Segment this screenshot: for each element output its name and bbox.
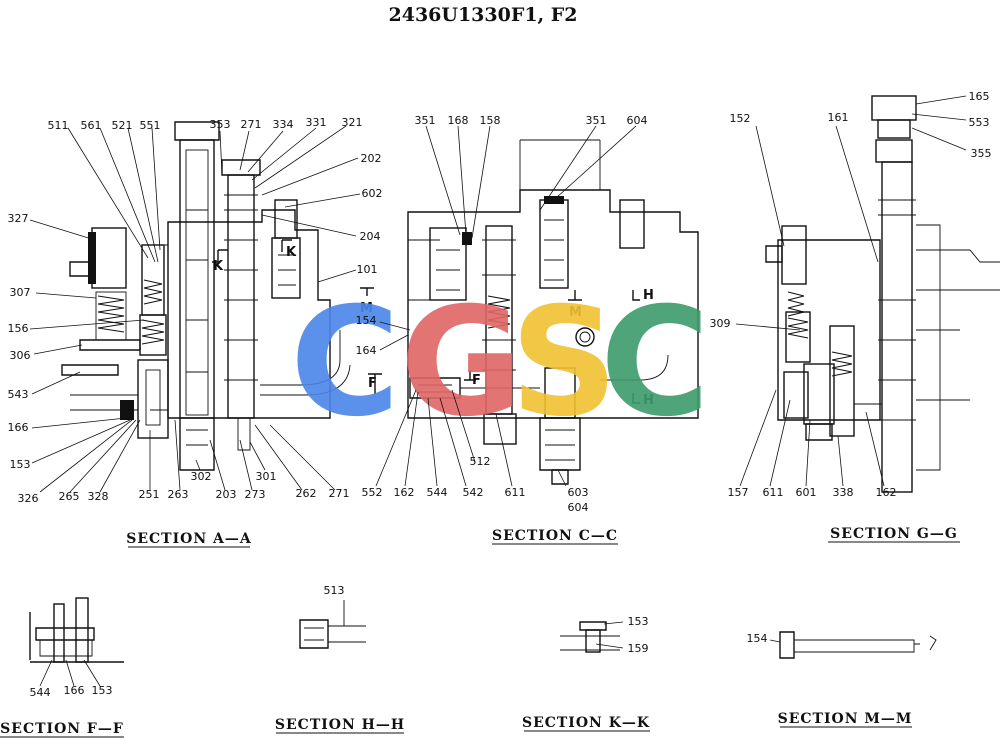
part-number-353: 353 [210, 118, 231, 131]
part-number-602: 602 [362, 187, 383, 200]
part-number-251: 251 [139, 488, 160, 501]
part-number-611-gg: 611 [763, 486, 784, 499]
caption-section-hh: SECTION H—H [275, 717, 405, 733]
section-gg-drawing [765, 95, 1000, 493]
part-number-153: 153 [10, 458, 31, 471]
part-number-202: 202 [361, 152, 382, 165]
part-number-263: 263 [168, 488, 189, 501]
part-number-351-left: 351 [415, 114, 436, 127]
part-number-162: 162 [394, 486, 415, 499]
part-number-355: 355 [971, 147, 992, 160]
caption-section-cc: SECTION C—C [492, 528, 618, 544]
part-number-321: 321 [342, 116, 363, 129]
part-number-601: 601 [796, 486, 817, 499]
section-kk-drawing [560, 621, 620, 653]
part-numbers-section-gg: 165 553 355 152 161 309 157 611 601 338 … [710, 90, 992, 499]
part-number-552: 552 [362, 486, 383, 499]
part-number-166-ff: 166 [64, 684, 85, 697]
section-ff-drawing [29, 597, 124, 663]
part-number-153-kk: 153 [628, 615, 649, 628]
part-number-543: 543 [8, 388, 29, 401]
part-number-159: 159 [628, 642, 649, 655]
part-number-521: 521 [112, 119, 133, 132]
part-number-307: 307 [10, 286, 31, 299]
part-number-542: 542 [463, 486, 484, 499]
marker-k-right: K [286, 245, 297, 260]
caption-section-kk: SECTION K—K [522, 715, 650, 731]
section-cc-drawing: M H H F [407, 139, 699, 485]
part-number-204: 204 [360, 230, 381, 243]
part-number-166: 166 [8, 421, 29, 434]
marker-m-mid: M [360, 301, 373, 316]
part-number-153-ff: 153 [92, 684, 113, 697]
part-number-158: 158 [480, 114, 501, 127]
part-number-162-gg: 162 [876, 486, 897, 499]
drawing-title: 2436U1330F1, F2 [389, 4, 578, 26]
part-number-203: 203 [216, 488, 237, 501]
part-number-157: 157 [728, 486, 749, 499]
part-numbers-section-cc: 351 168 158 351 604 154 164 552 162 544 … [356, 114, 648, 514]
part-number-513: 513 [324, 584, 345, 597]
part-numbers-section-aa: 511 561 521 551 353 271 334 331 321 202 … [8, 116, 383, 505]
watermark-letter-g: G [400, 276, 523, 450]
part-number-327: 327 [8, 212, 29, 225]
part-number-603: 603 [568, 486, 589, 499]
watermark-letter-c2: C [600, 276, 710, 450]
caption-section-mm: SECTION M—M [778, 711, 913, 727]
part-number-544: 544 [427, 486, 448, 499]
part-number-101: 101 [357, 263, 378, 276]
part-number-265: 265 [59, 490, 80, 503]
part-number-328: 328 [88, 490, 109, 503]
watermark-letter-c1: C [290, 276, 400, 450]
part-number-164: 164 [356, 344, 377, 357]
marker-f-mid: F [368, 376, 377, 391]
caption-section-ff: SECTION F—F [0, 721, 124, 737]
part-number-334: 334 [273, 118, 294, 131]
watermark-cgsc: C G S C [290, 276, 710, 450]
marker-f-cc: F [472, 373, 481, 388]
part-number-301: 301 [256, 470, 277, 483]
part-number-604-bottom: 604 [568, 501, 589, 514]
part-number-544-ff: 544 [30, 686, 51, 699]
section-marks-middle: M F [360, 287, 382, 394]
part-number-338: 338 [833, 486, 854, 499]
part-number-271-bottom: 271 [329, 487, 350, 500]
part-number-604-top: 604 [627, 114, 648, 127]
part-number-331: 331 [306, 116, 327, 129]
part-number-152: 152 [730, 112, 751, 125]
part-number-351-right: 351 [586, 114, 607, 127]
part-number-561: 561 [81, 119, 102, 132]
part-number-553: 553 [969, 116, 990, 129]
section-hh-drawing [299, 600, 366, 649]
caption-section-aa: SECTION A—A [126, 531, 252, 547]
part-number-168: 168 [448, 114, 469, 127]
part-numbers-small-sections: 544 166 153 513 153 159 154 [30, 584, 768, 699]
part-number-262: 262 [296, 487, 317, 500]
part-number-161: 161 [828, 111, 849, 124]
caption-section-gg: SECTION G—G [830, 526, 958, 542]
marker-h-cc-bottom: H [643, 393, 654, 408]
part-number-273: 273 [245, 488, 266, 501]
section-captions: SECTION A—A SECTION C—C SECTION G—G SECT… [0, 526, 960, 738]
marker-m-cc: M [569, 305, 582, 320]
part-number-551: 551 [140, 119, 161, 132]
marker-h-cc-top: H [643, 288, 654, 303]
marker-k-left: K [213, 259, 224, 274]
part-number-165: 165 [969, 90, 990, 103]
part-number-154-mm: 154 [747, 632, 768, 645]
section-mm-drawing [779, 631, 937, 659]
leader-lines [29, 95, 967, 687]
part-number-512: 512 [470, 455, 491, 468]
watermark-letter-s: S [510, 276, 618, 450]
part-number-154: 154 [356, 314, 377, 327]
part-number-611: 611 [505, 486, 526, 499]
part-number-326: 326 [18, 492, 39, 505]
part-number-309: 309 [710, 317, 731, 330]
part-number-306: 306 [10, 349, 31, 362]
part-number-302: 302 [191, 470, 212, 483]
part-number-156: 156 [8, 322, 29, 335]
part-number-511: 511 [48, 119, 69, 132]
part-number-271-top: 271 [241, 118, 262, 131]
